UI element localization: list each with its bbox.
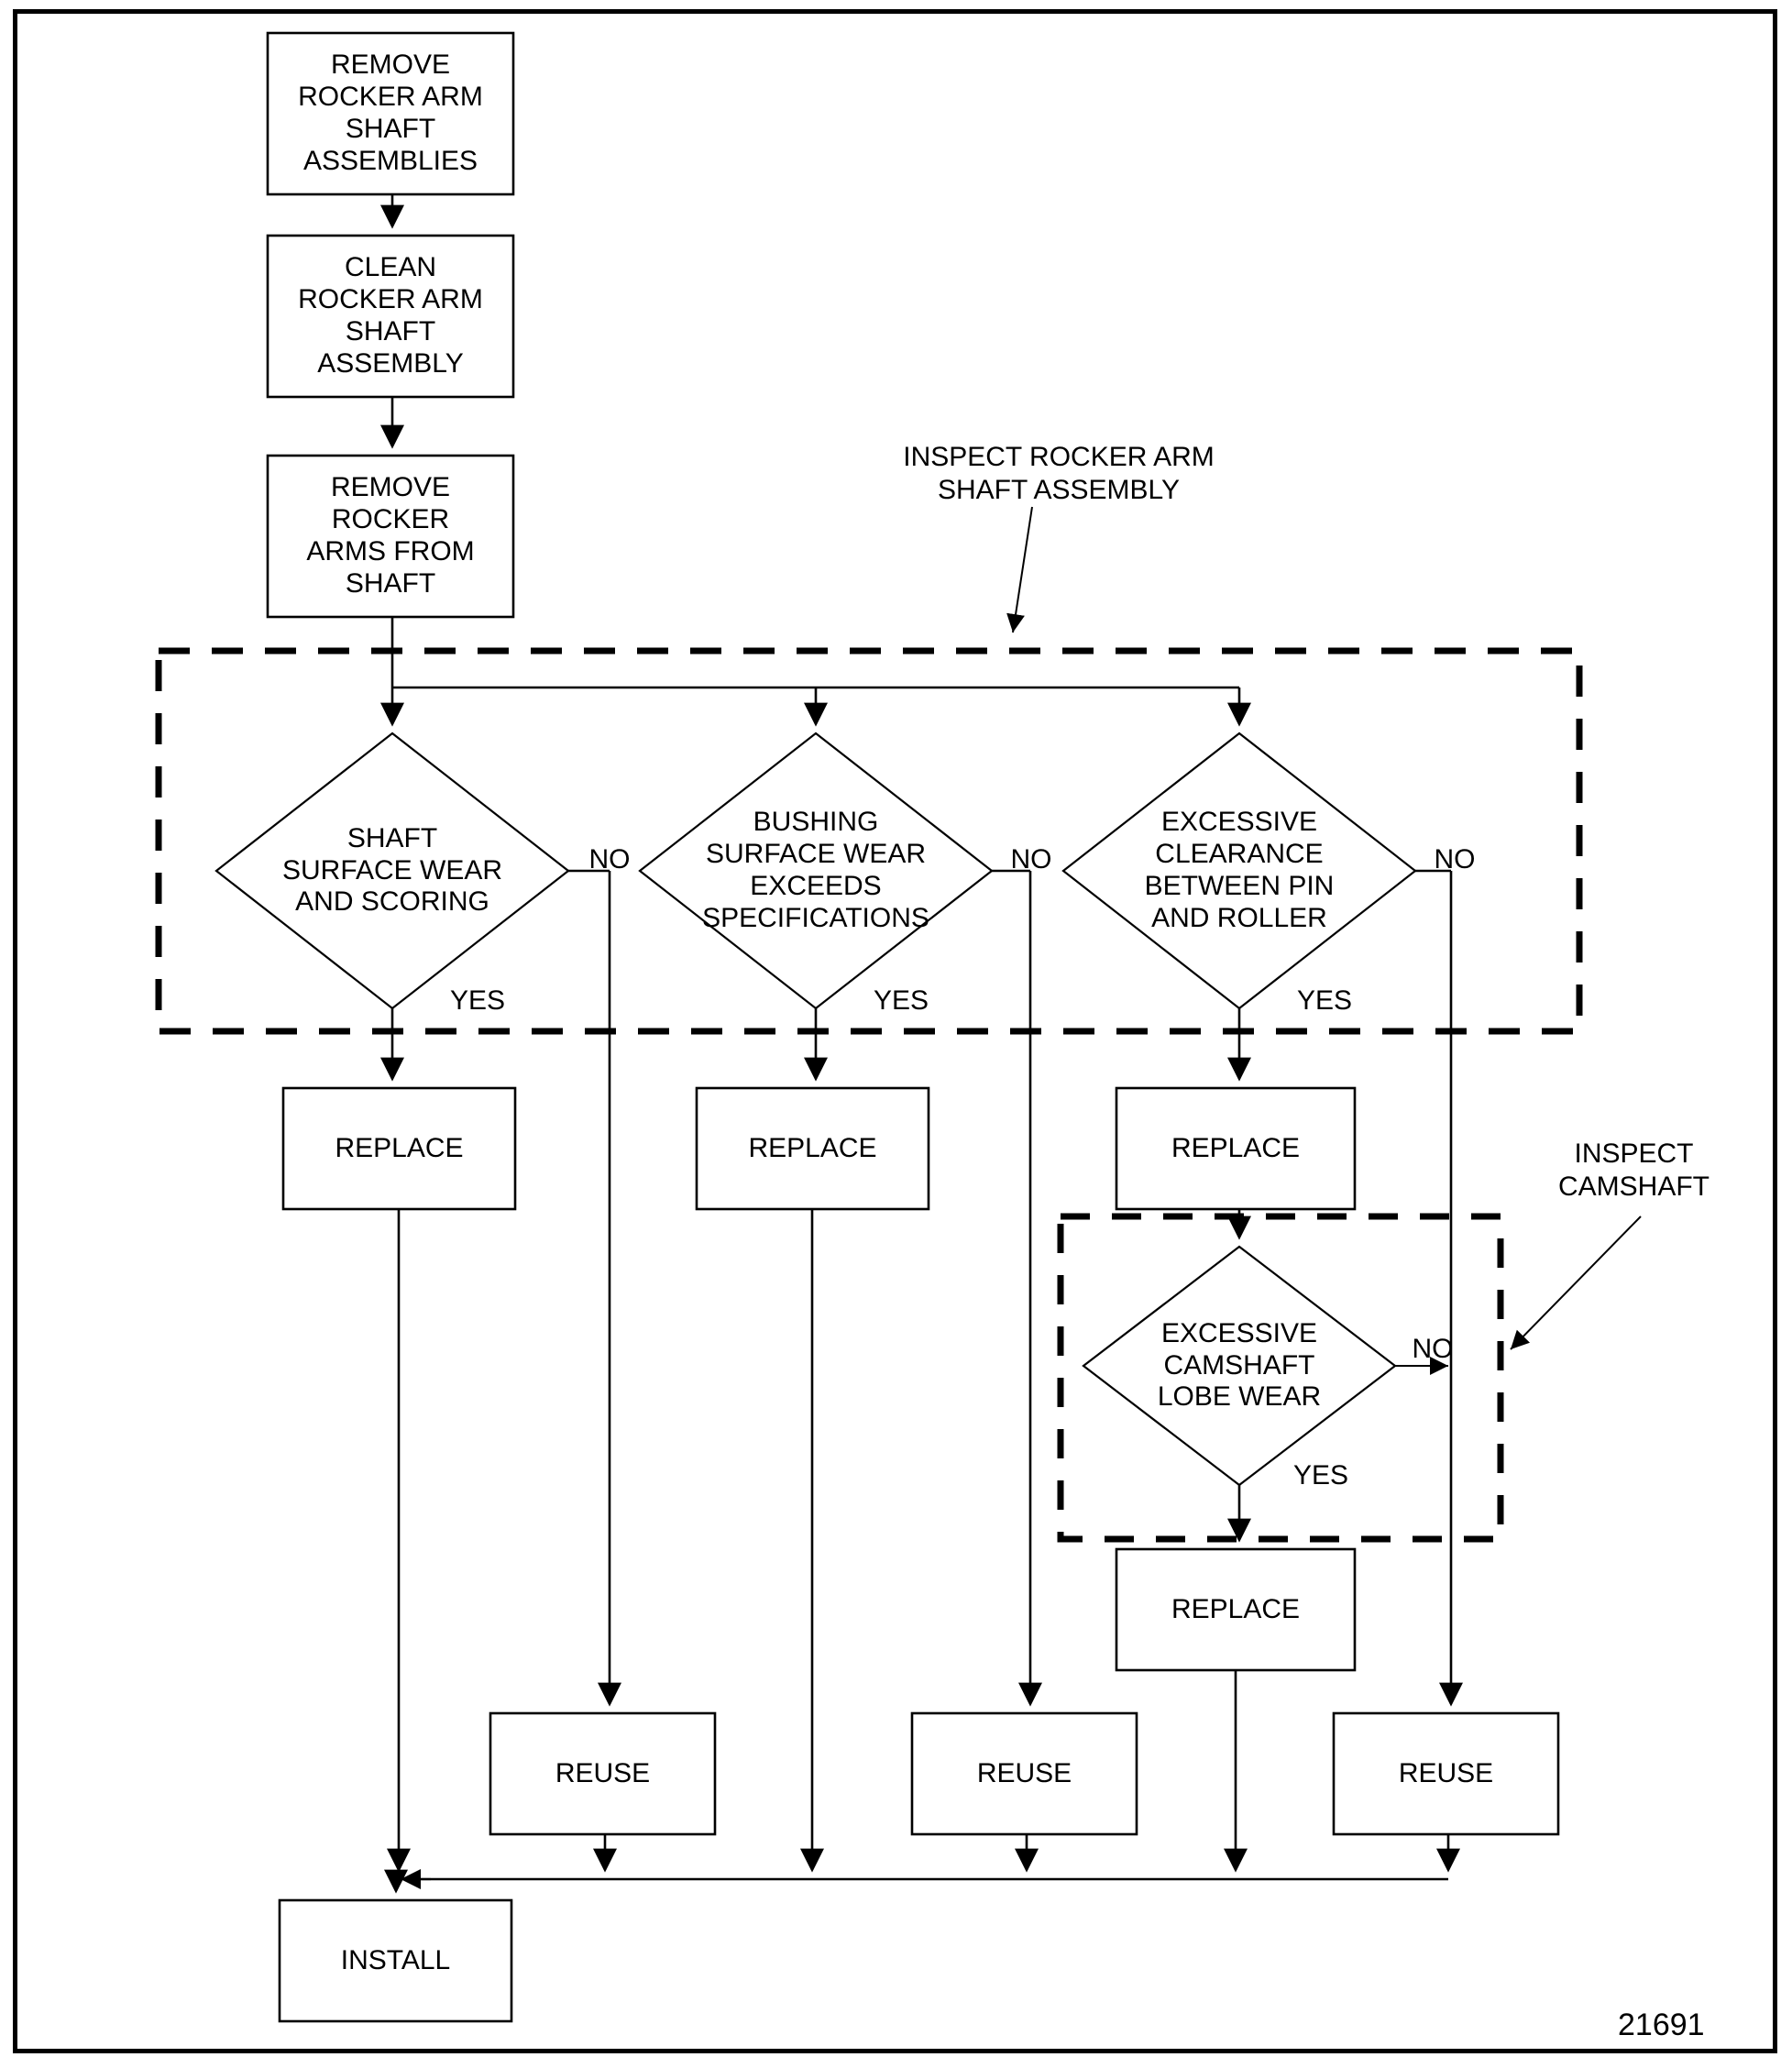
diamond-bushing xyxy=(638,732,994,1010)
box-replace-bushing xyxy=(695,1086,930,1211)
diamond-shaft xyxy=(214,732,570,1010)
box-replace-shaft xyxy=(281,1086,517,1211)
box-replace-camshaft xyxy=(1115,1547,1357,1672)
dashed-group-inspect-rocker xyxy=(155,647,1583,1035)
box-replace-clearance xyxy=(1115,1086,1357,1211)
leader-inspect-camshaft xyxy=(1510,1216,1642,1350)
diamond-clearance xyxy=(1061,732,1417,1010)
box-remove-arms xyxy=(266,454,515,619)
diamond-camshaft xyxy=(1082,1245,1397,1487)
dashed-group-inspect-camshaft xyxy=(1057,1213,1504,1543)
box-install xyxy=(278,1898,513,2023)
box-reuse-bushing xyxy=(910,1711,1138,1836)
box-reuse-shaft xyxy=(489,1711,717,1836)
box-clean-assembly xyxy=(266,234,515,399)
leader-inspect-rocker xyxy=(1006,506,1033,633)
box-remove-assemblies xyxy=(266,31,515,196)
figure-number: 21691 xyxy=(1618,2008,1705,2042)
box-reuse-clearance xyxy=(1332,1711,1560,1836)
page-border xyxy=(13,9,1777,2053)
